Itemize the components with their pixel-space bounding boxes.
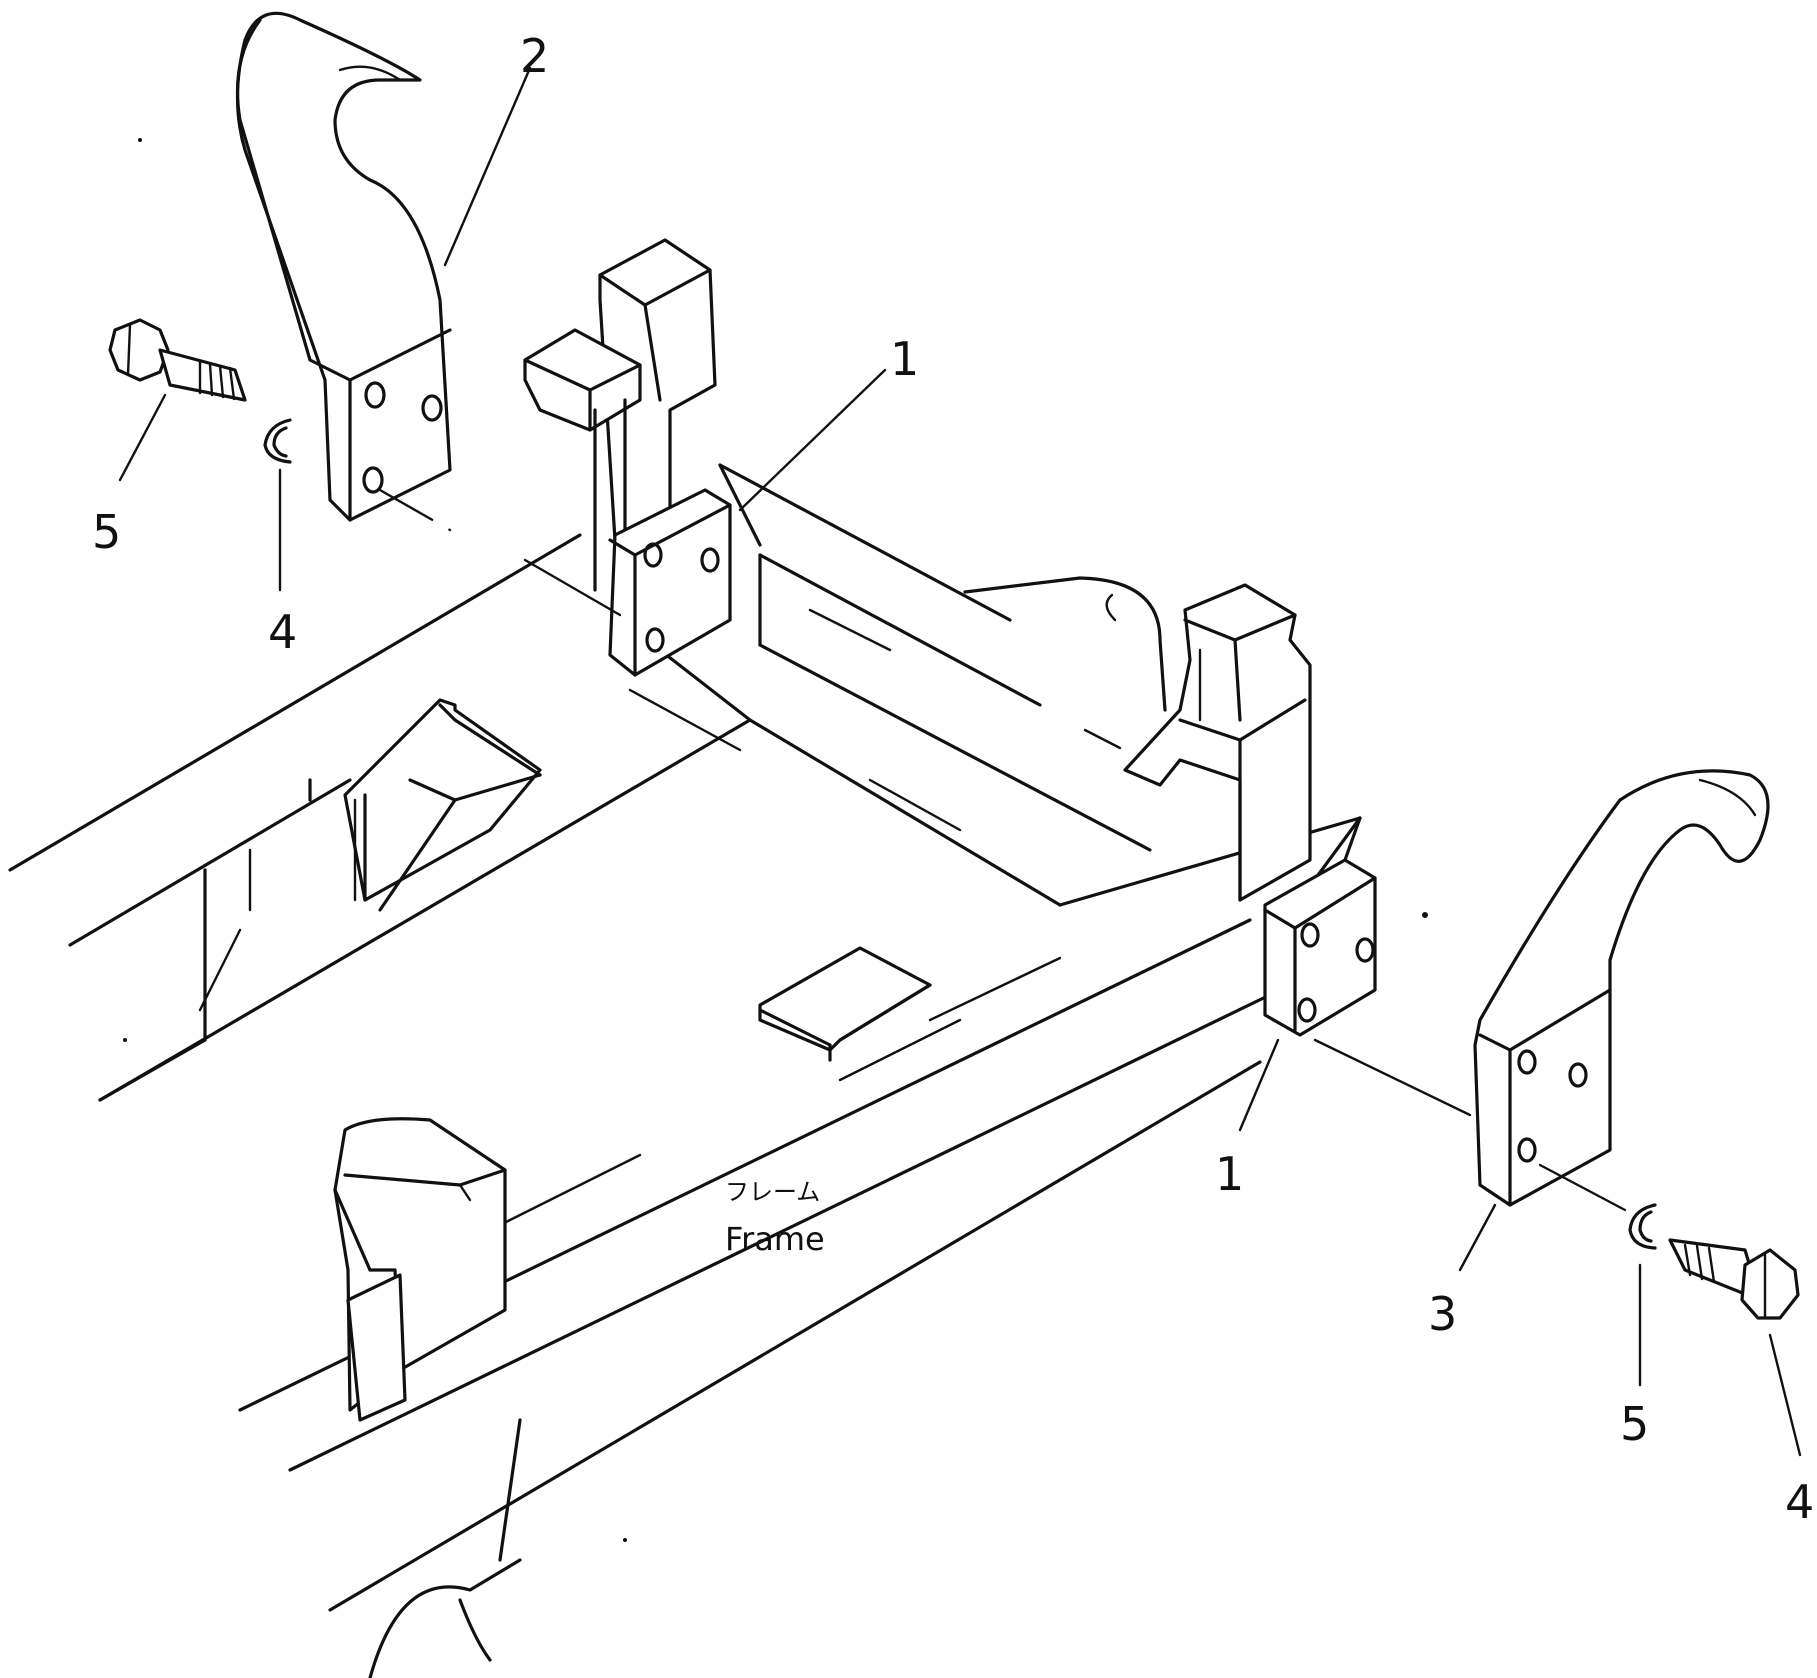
- frame-label-jp: フレーム: [725, 1178, 820, 1206]
- frame-label: フレーム Frame: [725, 1178, 825, 1258]
- upper-post: [523, 238, 717, 592]
- callout-label: 3: [1428, 1287, 1457, 1341]
- frame-label-en: Frame: [725, 1220, 825, 1258]
- hook-part-2: [235, 11, 452, 522]
- assembly-lines: [378, 488, 1627, 1212]
- mounting-plate-lower: [1263, 858, 1377, 1037]
- dot-mark: [1422, 912, 1428, 918]
- left-bracket: [343, 698, 542, 912]
- dot-mark: [123, 1038, 127, 1042]
- callout-label: 1: [1215, 1147, 1244, 1201]
- callout-label: 4: [268, 605, 297, 659]
- hook-part-3: [1473, 769, 1770, 1207]
- mounting-plate-upper: [608, 488, 732, 677]
- callout-labels: 2 1 5 4 1 3 5 4: [92, 29, 1814, 1529]
- dot-mark: [138, 138, 142, 142]
- callout-label: 5: [1620, 1397, 1649, 1451]
- callout-label: 4: [1785, 1475, 1814, 1529]
- bolt-upper: [108, 318, 247, 402]
- callout-label: 5: [92, 505, 121, 559]
- washer-lower: [1628, 1203, 1657, 1250]
- callout-label: 1: [890, 332, 919, 386]
- callout-label: 2: [520, 29, 549, 83]
- front-bracket: [333, 1117, 507, 1422]
- leader-lines: [118, 66, 1802, 1457]
- dot-mark: [623, 1538, 627, 1542]
- bolt-lower: [1668, 1238, 1800, 1320]
- center-block: [758, 946, 932, 1062]
- washer-upper: [263, 418, 292, 464]
- right-post: [1123, 583, 1312, 902]
